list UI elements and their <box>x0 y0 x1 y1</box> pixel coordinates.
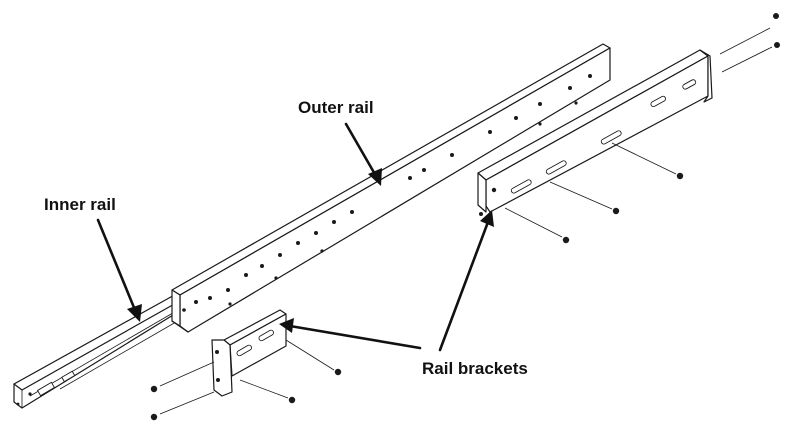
rail-brackets-label: Rail brackets <box>422 359 528 378</box>
rail-brackets-arrow-front <box>279 318 422 350</box>
outer-rail-label: Outer rail <box>298 98 374 117</box>
front-rail-bracket <box>150 309 342 421</box>
outer-rail-arrow <box>344 122 382 186</box>
outer-rail <box>171 43 611 333</box>
rail-brackets-arrow-rear <box>438 210 494 352</box>
inner-rail-arrow <box>96 218 142 322</box>
inner-rail <box>13 292 186 409</box>
inner-rail-label: Inner rail <box>44 195 116 214</box>
rear-rail-bracket <box>477 13 780 244</box>
